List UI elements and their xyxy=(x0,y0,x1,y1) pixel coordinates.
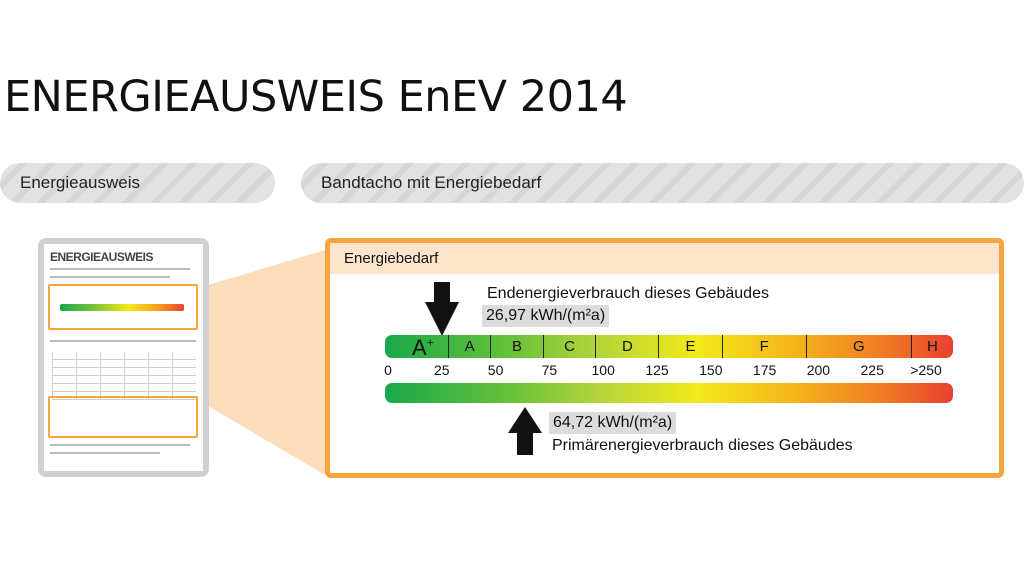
scale-tick-label: >250 xyxy=(910,362,942,378)
scale-tick-label: 100 xyxy=(591,362,615,378)
primary-energy-scale xyxy=(385,383,953,403)
scale-tick-label: 75 xyxy=(541,362,558,378)
energy-class-h: H xyxy=(910,335,953,358)
end-energy-value: 26,97 kWh/(m²a) xyxy=(482,305,610,327)
primary-energy-value: 64,72 kWh/(m²a) xyxy=(549,412,677,434)
tab-label: Energieausweis xyxy=(20,173,141,192)
scale-tick-label: 200 xyxy=(806,362,831,378)
tab-bandtacho[interactable]: Bandtacho mit Energiebedarf xyxy=(301,163,1024,203)
energy-class-a: A xyxy=(448,335,490,358)
energy-demand-panel: Energiebedarf Endenergieverbrauch dieses… xyxy=(325,238,1004,478)
panel-header: Energiebedarf xyxy=(330,243,999,274)
page-title: ENERGIEAUSWEIS EnEV 2014 xyxy=(4,72,628,122)
scale-tick-label: 225 xyxy=(860,362,884,378)
energy-class-e: E xyxy=(658,335,721,358)
scale-tick-label: 25 xyxy=(434,362,450,378)
tab-label: Bandtacho mit Energiebedarf xyxy=(321,173,542,192)
scale-tick-label: 175 xyxy=(752,362,777,378)
thumbnail-scale-box xyxy=(48,284,198,330)
energy-class-d: D xyxy=(595,335,658,358)
scale-tick-label: 150 xyxy=(699,362,723,378)
scale-tick-label: 0 xyxy=(384,362,392,378)
primary-energy-label: Primärenergieverbrauch dieses Gebäudes xyxy=(552,437,853,454)
end-energy-label: Endenergieverbrauch dieses Gebäudes xyxy=(487,285,769,302)
energy-class-f: F xyxy=(721,335,806,358)
class-a-plus-label: A+ xyxy=(412,335,434,360)
tab-energieausweis[interactable]: Energieausweis xyxy=(0,163,275,203)
primary-energy-arrow-icon xyxy=(508,407,542,455)
divider xyxy=(50,276,170,278)
divider xyxy=(50,452,160,454)
thumbnail-heading: ENERGIEAUSWEIS xyxy=(50,250,154,264)
energy-class-c: C xyxy=(542,335,596,358)
divider xyxy=(50,444,190,446)
thumbnail-highlight-box xyxy=(48,396,198,438)
thumbnail-scale-bar xyxy=(60,304,184,311)
end-energy-arrow-icon xyxy=(425,282,459,336)
divider xyxy=(50,268,190,270)
divider xyxy=(50,340,196,342)
scale-tick-label: 125 xyxy=(645,362,669,378)
thumbnail-table xyxy=(52,352,196,400)
energy-class-b: B xyxy=(490,335,543,358)
energy-class-g: G xyxy=(805,335,911,358)
scale-tick-label: 50 xyxy=(487,362,504,378)
energy-certificate-thumbnail[interactable]: ENERGIEAUSWEIS xyxy=(38,238,209,477)
